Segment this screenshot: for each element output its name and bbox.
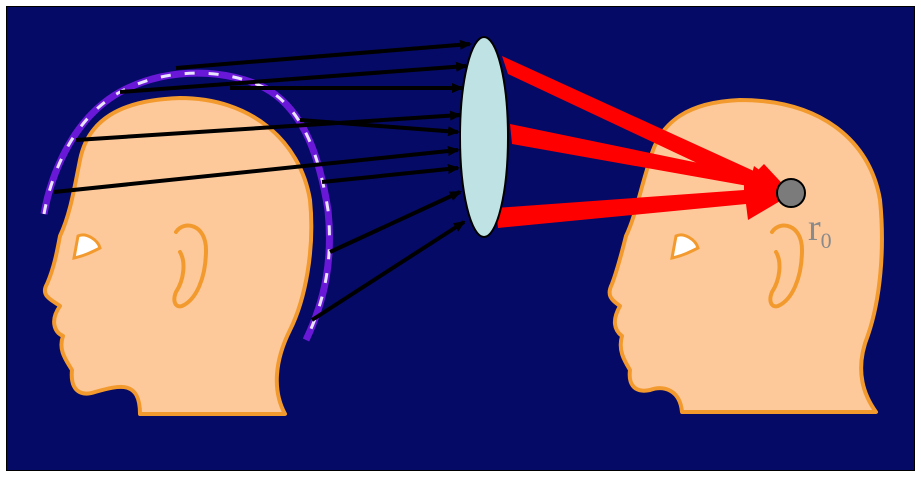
right-head: [610, 100, 882, 412]
point-label-subscript: 0: [821, 228, 832, 253]
lens: [460, 37, 508, 237]
right-head-shape: [610, 100, 882, 412]
source-point: [777, 179, 805, 207]
ray-8: [330, 192, 460, 252]
ray-9: [312, 222, 464, 320]
point-label-main: r: [808, 207, 821, 249]
left-head: [45, 98, 311, 414]
ray-7: [322, 168, 458, 182]
ray-1: [176, 44, 470, 68]
